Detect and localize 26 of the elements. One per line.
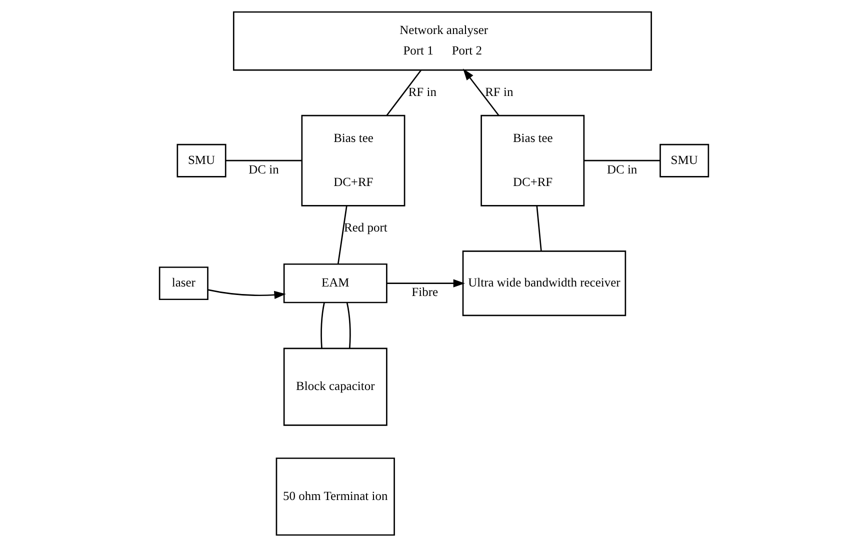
node-box: Block capacitor [283, 348, 388, 426]
connector [346, 302, 351, 348]
node-box: Bias tee DC+RF [301, 114, 406, 206]
arrow [386, 279, 465, 288]
arrow [462, 68, 500, 116]
node-box: laser [158, 266, 208, 300]
connector [320, 302, 325, 348]
node-box: SMU [176, 144, 226, 178]
edge-label: RF in [408, 85, 436, 100]
node-box: EAM [283, 263, 388, 304]
connector [337, 206, 348, 264]
arrow [208, 289, 286, 299]
edge-label: DC in [248, 162, 279, 176]
edge-label: Fibre [412, 284, 438, 299]
node-box: Network analyser Port 1 Port 2 [232, 11, 652, 71]
edge-label: DC in [606, 162, 638, 176]
connector [386, 70, 422, 116]
connector [536, 206, 542, 252]
node-box: 50 ohm Terminat ion [276, 458, 395, 536]
edge-label: Red port [344, 220, 388, 235]
connector [226, 160, 302, 162]
edge-label: RF in [485, 85, 514, 100]
node-box: SMU [660, 144, 710, 178]
connector [584, 160, 660, 162]
node-box: Bias tee DC+RF [480, 114, 585, 206]
node-box: Ultra wide bandwidth receiver [462, 250, 626, 316]
